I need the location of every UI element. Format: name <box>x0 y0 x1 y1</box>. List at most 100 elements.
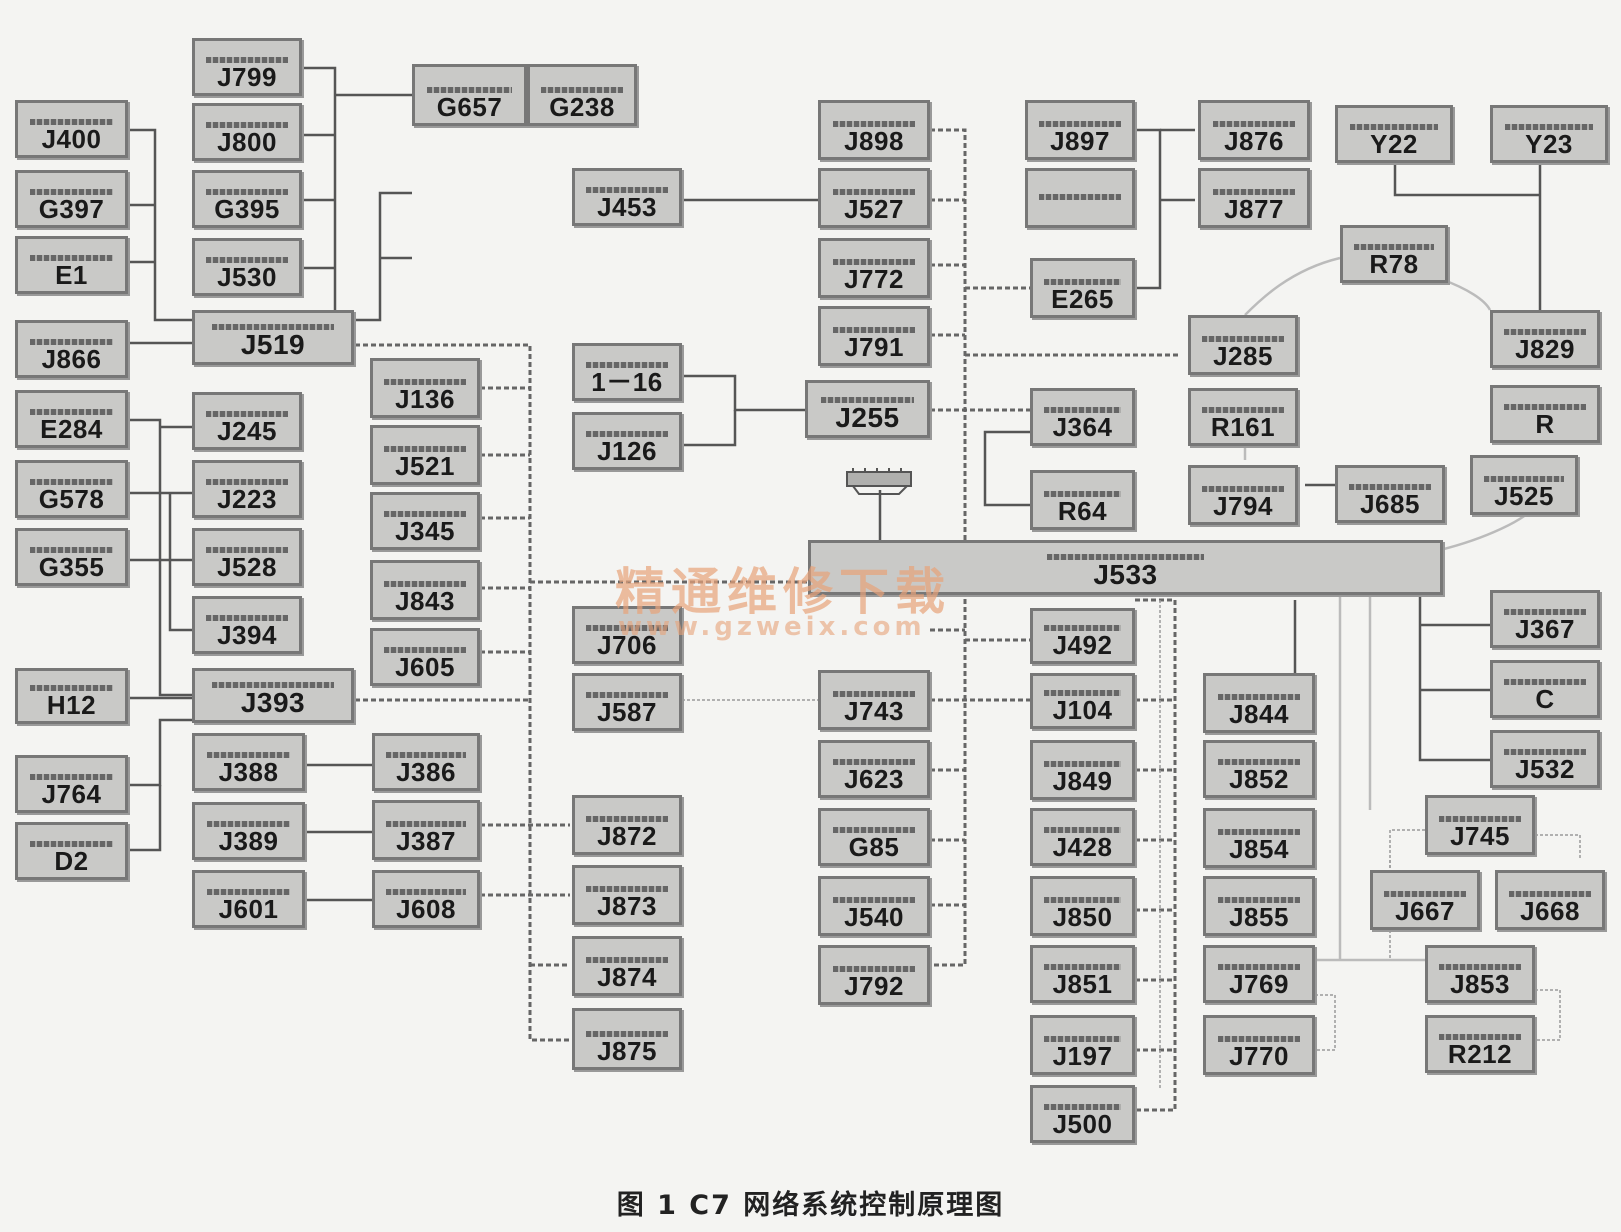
module-label-placeholder <box>1039 121 1121 127</box>
module-box: J872 <box>572 795 682 855</box>
module-box: J794 <box>1188 465 1298 525</box>
module-code: J849 <box>1052 766 1113 796</box>
module-code: J854 <box>1229 834 1289 864</box>
module-label-placeholder <box>1212 189 1296 195</box>
module-code: J453 <box>597 192 657 222</box>
module-box: J745 <box>1425 795 1535 855</box>
module-box: G657 <box>412 64 527 126</box>
module-label-placeholder <box>1350 124 1438 130</box>
module-box: J528 <box>192 528 302 586</box>
module-label-placeholder <box>586 692 668 698</box>
module-code: J255 <box>835 402 900 433</box>
watermark-text: 精通维修下载 <box>615 563 951 621</box>
module-box: J530 <box>192 238 302 296</box>
module-label-placeholder <box>212 682 334 688</box>
module-box: J800 <box>192 103 302 161</box>
module-label-placeholder <box>832 327 916 333</box>
module-box: J852 <box>1203 740 1315 798</box>
module-code: R161 <box>1210 412 1276 442</box>
module-code: J877 <box>1224 194 1284 224</box>
module-box: G355 <box>15 528 128 586</box>
module-box: J769 <box>1203 945 1315 1003</box>
module-box: J492 <box>1030 608 1135 664</box>
module-box: R64 <box>1030 470 1135 530</box>
module-box: J601 <box>192 870 305 928</box>
module-label-placeholder <box>1439 964 1521 970</box>
module-box: J400 <box>15 100 128 158</box>
module-box: J898 <box>818 100 930 160</box>
module-code: G657 <box>436 92 503 122</box>
module-code: J791 <box>844 332 904 362</box>
module-box: J197 <box>1030 1015 1135 1075</box>
module-box: E284 <box>15 390 128 448</box>
module-code: J394 <box>217 620 277 650</box>
module-box: J500 <box>1030 1085 1135 1143</box>
module-box: E1 <box>15 236 128 294</box>
module-label-placeholder <box>1212 121 1296 127</box>
module-code: J799 <box>217 62 277 92</box>
module-label-placeholder <box>832 897 916 903</box>
module-box: G395 <box>192 170 302 228</box>
module-code: J104 <box>1052 695 1113 725</box>
module-label-placeholder <box>832 189 916 195</box>
module-label-placeholder <box>832 259 916 265</box>
module-code: J530 <box>217 262 277 292</box>
module-box: R78 <box>1340 225 1448 283</box>
module-label-placeholder <box>541 87 623 93</box>
gateway-module-box: J533 <box>808 540 1443 595</box>
module-label-placeholder <box>1217 964 1301 970</box>
module-label-placeholder <box>1439 816 1521 822</box>
module-label-placeholder <box>29 774 114 780</box>
module-label-placeholder <box>1439 1034 1521 1040</box>
module-label-placeholder <box>384 647 466 653</box>
module-box: J453 <box>572 168 682 226</box>
module-code: J764 <box>41 779 102 809</box>
module-box: J770 <box>1203 1015 1315 1075</box>
module-box: J367 <box>1490 590 1600 648</box>
module-box: J853 <box>1425 945 1535 1003</box>
module-code: J345 <box>395 516 455 546</box>
module-label-placeholder <box>206 752 291 758</box>
module-label-placeholder <box>426 87 512 93</box>
module-box: J223 <box>192 460 302 518</box>
module-label-placeholder <box>821 397 914 403</box>
module-code: J525 <box>1494 481 1554 511</box>
module-label-placeholder <box>1043 1104 1122 1110</box>
module-code: J668 <box>1520 896 1580 926</box>
module-label-placeholder <box>206 821 291 827</box>
module-code: J770 <box>1229 1041 1289 1071</box>
module-code: J608 <box>396 894 456 924</box>
module-label-placeholder <box>384 581 466 587</box>
module-label-placeholder <box>1354 244 1434 250</box>
module-box: J706 <box>572 606 682 664</box>
module-box: J126 <box>572 412 682 470</box>
module-code: J898 <box>844 126 904 156</box>
module-code: J386 <box>396 757 456 787</box>
module-code: J852 <box>1229 764 1289 794</box>
module-label-placeholder <box>384 446 466 452</box>
module-label-placeholder <box>1043 964 1122 970</box>
module-code: J875 <box>597 1036 657 1066</box>
module-code: J389 <box>218 826 279 856</box>
module-code: J667 <box>1395 896 1455 926</box>
module-code: G395 <box>214 194 280 224</box>
module-box: J851 <box>1030 945 1135 1003</box>
module-code: E1 <box>55 260 88 290</box>
module-code: J428 <box>1052 832 1113 862</box>
module-box: J540 <box>818 876 930 936</box>
module-label-placeholder <box>29 479 114 485</box>
module-code: J500 <box>1052 1109 1113 1139</box>
module-code: G578 <box>38 484 105 514</box>
module-box: J799 <box>192 38 302 96</box>
module-label-placeholder <box>1504 609 1586 615</box>
module-code: J685 <box>1360 489 1420 519</box>
module-code: J364 <box>1052 412 1113 442</box>
gateway-code: J533 <box>1093 559 1158 590</box>
module-code: J388 <box>218 757 279 787</box>
module-label-placeholder <box>1504 329 1586 335</box>
module-code: J794 <box>1213 491 1273 521</box>
module-label-placeholder <box>832 759 916 765</box>
module-label-placeholder <box>206 257 288 263</box>
module-box: J608 <box>372 870 480 928</box>
